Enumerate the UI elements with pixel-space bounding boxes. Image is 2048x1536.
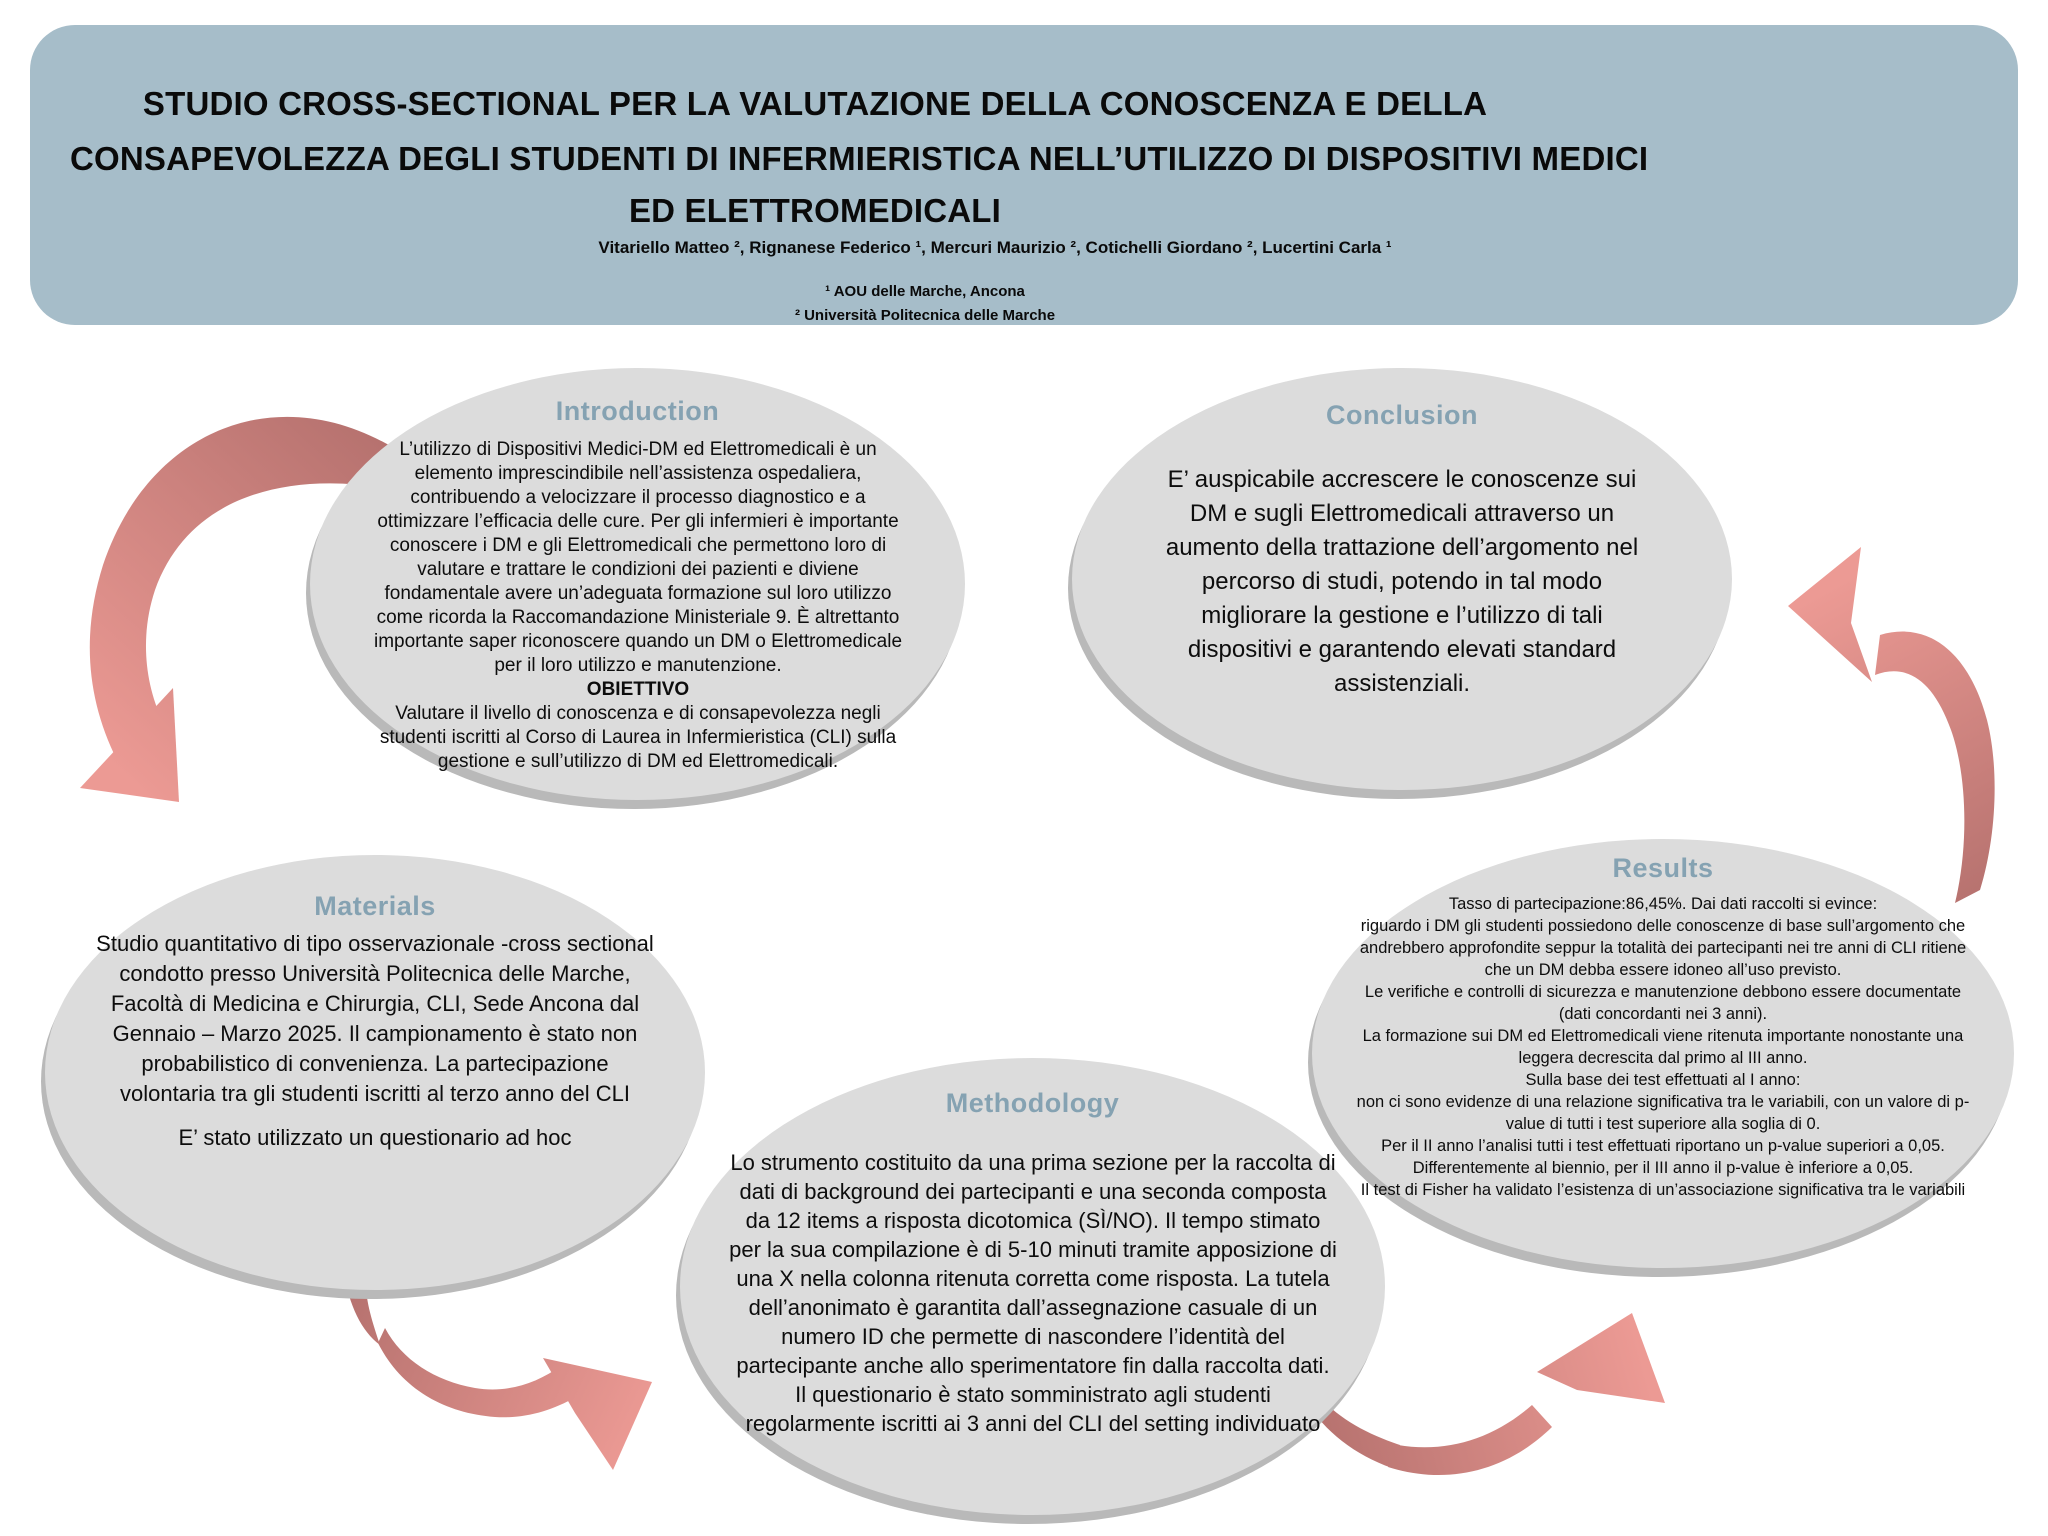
bubble-materials: Materials Studio quantitativo di tipo os… xyxy=(45,855,705,1290)
materials-title: Materials xyxy=(314,891,436,921)
obiettivo-label: OBIETTIVO xyxy=(586,679,690,700)
poster-title-line3: ED ELETTROMEDICALI xyxy=(628,192,1002,229)
materials-body: Studio quantitativo di tipo osservaziona… xyxy=(92,929,658,1153)
affiliation-1: ¹ AOU delle Marche, Ancona xyxy=(825,283,1025,300)
results-line: Il test di Fisher ha validato l’esistenz… xyxy=(1360,1181,1966,1199)
results-line: Sulla base dei test effettuati al I anno… xyxy=(1525,1071,1801,1089)
results-title: Results xyxy=(1612,853,1714,883)
header-banner: STUDIO CROSS-SECTIONAL PER LA VALUTAZION… xyxy=(30,25,2018,325)
results-line: Le verifiche e controlli di sicurezza e … xyxy=(1364,983,1962,1023)
introduction-paragraph: L’utilizzo di Dispositivi Medici-DM ed E… xyxy=(373,439,903,676)
curved-arrow-materials-to-methodology-icon xyxy=(342,1263,652,1470)
bubble-introduction: Introduction L’utilizzo di Dispositivi M… xyxy=(310,368,965,800)
affiliation-2: ² Università Politecnica delle Marche xyxy=(794,307,1056,324)
conclusion-body: E’ auspicabile accrescere le conoscenze … xyxy=(1165,466,1639,697)
conclusion-title: Conclusion xyxy=(1326,400,1478,430)
introduction-body: L’utilizzo di Dispositivi Medici-DM ed E… xyxy=(368,438,908,774)
results-body: Tasso di partecipazione:86,45%. Dai dati… xyxy=(1350,893,1976,1201)
poster-title-line2: CONSAPEVOLEZZA DEGLI STUDENTI DI INFERMI… xyxy=(70,140,1649,177)
introduction-title: Introduction xyxy=(555,396,720,426)
materials-paragraph: Studio quantitativo di tipo osservaziona… xyxy=(96,931,654,1106)
authors-line: Vitariello Matteo ², Rignanese Federico … xyxy=(598,238,1392,257)
methodology-title: Methodology xyxy=(945,1088,1120,1118)
bubble-methodology: Methodology Lo strumento costituito da u… xyxy=(680,1058,1385,1515)
results-line: non ci sono evidenze di una relazione si… xyxy=(1356,1093,1970,1133)
methodology-body: Lo strumento costituito da una prima sez… xyxy=(729,1150,1337,1436)
introduction-objective-paragraph: Valutare il livello di conoscenza e di c… xyxy=(379,703,897,772)
materials-questionnaire-note: E’ stato utilizzato un questionario ad h… xyxy=(178,1125,572,1150)
results-line: Tasso di partecipazione:86,45%. Dai dati… xyxy=(1448,895,1878,913)
results-line: Per il II anno l’analisi tutti i test ef… xyxy=(1381,1137,1945,1177)
results-line: riguardo i DM gli studenti possiedono de… xyxy=(1359,917,1967,979)
bubble-conclusion: Conclusion E’ auspicabile accrescere le … xyxy=(1072,368,1732,790)
bubble-results: Results Tasso di partecipazione:86,45%. … xyxy=(1312,839,2014,1268)
poster-title-line1: STUDIO CROSS-SECTIONAL PER LA VALUTAZION… xyxy=(142,85,1488,122)
results-line: La formazione sui DM ed Elettromedicali … xyxy=(1362,1027,1964,1067)
